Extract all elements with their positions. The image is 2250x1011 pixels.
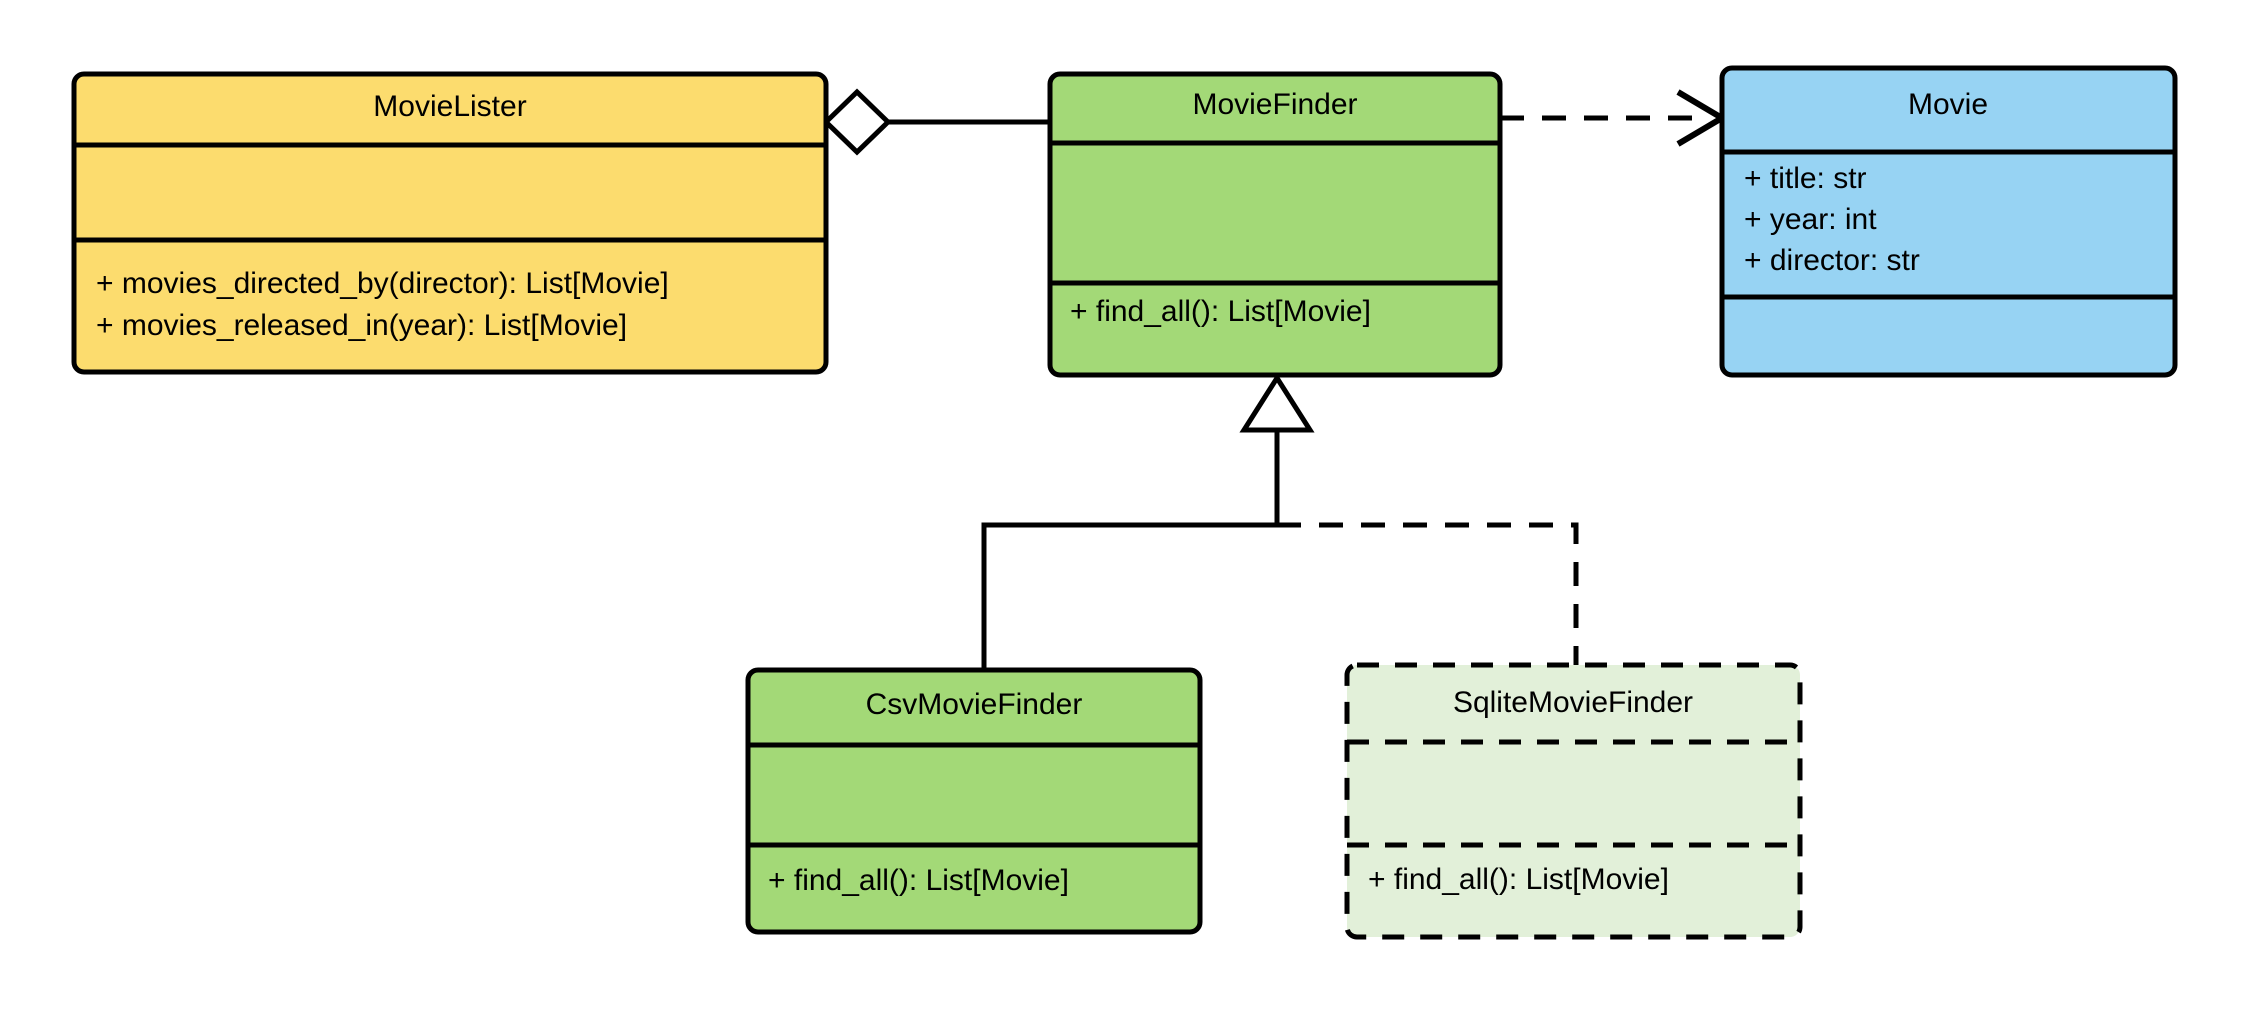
class-box-movie[interactable]: Movie + title: str + year: int + directo… [1719,65,2178,378]
movie-lister-method-0: + movies_directed_by(director): List[Mov… [96,267,669,300]
relationship-dependency-finder-movie[interactable] [1500,89,1728,147]
class-box-movie-finder[interactable]: MovieFinder + find_all(): List[Movie] [1047,71,1503,378]
class-box-movie-lister[interactable]: MovieLister + movies_directed_by(directo… [71,71,829,375]
movie-lister-frame [71,71,829,375]
movie-lister-method-1: + movies_released_in(year): List[Movie] [96,309,627,342]
inheritance-csv-line [981,522,1277,670]
relationship-aggregation-lister-finder[interactable] [822,88,1050,156]
csv-movie-finder-method-0: + find_all(): List[Movie] [768,864,1069,897]
hollow-diamond-icon [822,88,892,156]
sqlite-movie-finder-frame [1344,662,1803,940]
movie-finder-method-0: + find_all(): List[Movie] [1070,295,1371,328]
csv-movie-finder-frame [745,667,1203,935]
movie-attribute-0: + title: str [1744,162,1867,195]
hollow-triangle-icon [1239,373,1315,433]
sqlite-movie-finder-method-0: + find_all(): List[Movie] [1368,863,1669,896]
movie-lister-title: MovieLister [373,90,526,123]
relationship-inheritance-sqlite-finder[interactable] [1277,522,1579,665]
class-box-sqlite-movie-finder[interactable]: SqliteMovieFinder + find_all(): List[Mov… [1344,662,1803,940]
sqlite-movie-finder-title: SqliteMovieFinder [1453,686,1693,719]
movie-attribute-1: + year: int [1744,203,1877,236]
class-box-csv-movie-finder[interactable]: CsvMovieFinder + find_all(): List[Movie] [745,667,1203,935]
relationship-generalization-trunk [1239,373,1315,525]
movie-attribute-2: + director: str [1744,244,1920,277]
movie-finder-frame [1047,71,1503,378]
movie-title: Movie [1908,88,1988,121]
csv-movie-finder-title: CsvMovieFinder [866,688,1083,721]
inheritance-sqlite-line [1277,522,1579,665]
movie-finder-title: MovieFinder [1192,88,1357,121]
relationship-inheritance-csv-finder[interactable] [981,522,1277,670]
